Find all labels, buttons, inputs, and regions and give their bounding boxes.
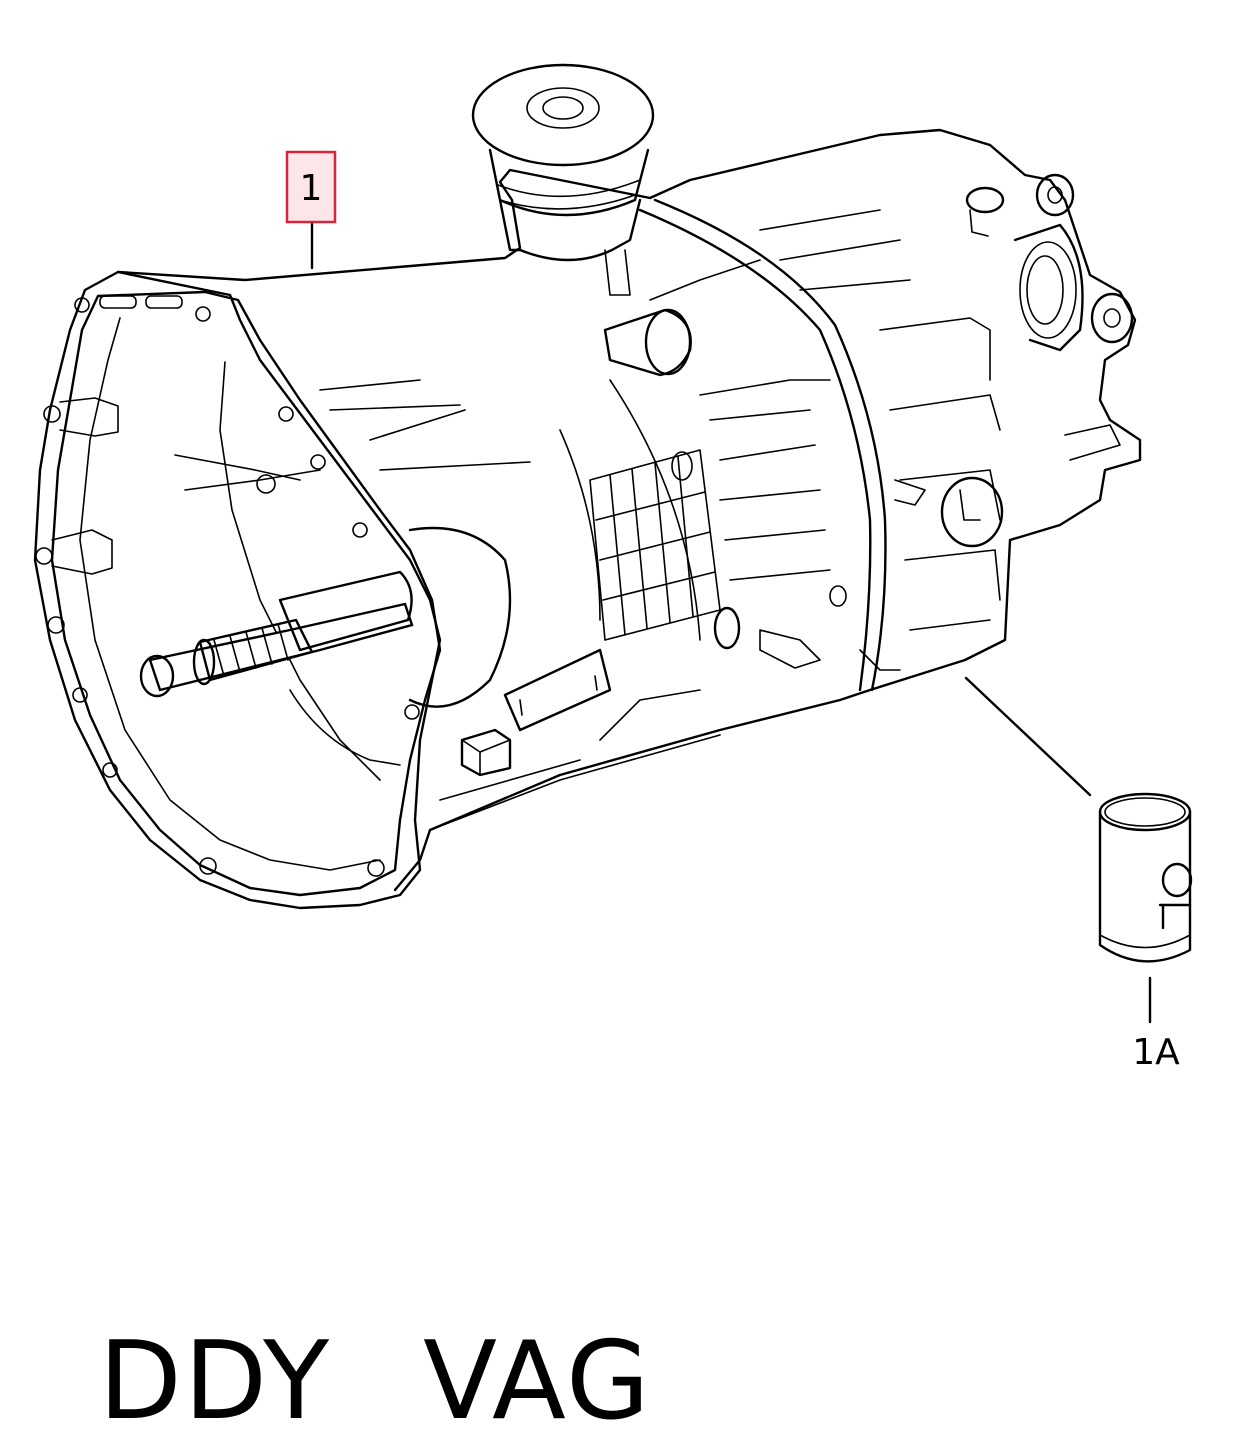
callout-1[interactable]: 1 xyxy=(285,150,337,224)
callout-1a-label: 1A xyxy=(1132,1032,1180,1073)
side-boss xyxy=(603,308,692,377)
callout-1a[interactable]: 1A xyxy=(1132,1032,1180,1073)
flange-bolt-holes xyxy=(35,295,420,877)
rear-housing xyxy=(940,173,1134,548)
top-cap xyxy=(471,63,655,296)
callout-1-label: 1 xyxy=(300,168,323,209)
housing-ribs xyxy=(174,198,1001,692)
input-shaft xyxy=(139,570,414,698)
cast-pockets xyxy=(589,449,721,641)
leader-line-1a-diagonal xyxy=(964,676,1092,797)
leader-lines xyxy=(310,222,1152,1024)
lower-details xyxy=(429,479,926,831)
footer-code-right: VAG xyxy=(423,1319,652,1444)
footer-code-left: DDY xyxy=(98,1319,332,1444)
part-1a-drawing xyxy=(1098,792,1193,963)
callout-1-highlight xyxy=(285,150,337,224)
parts-diagram: 1 1A xyxy=(33,63,1193,1073)
gearbox-drawing xyxy=(33,63,1142,910)
